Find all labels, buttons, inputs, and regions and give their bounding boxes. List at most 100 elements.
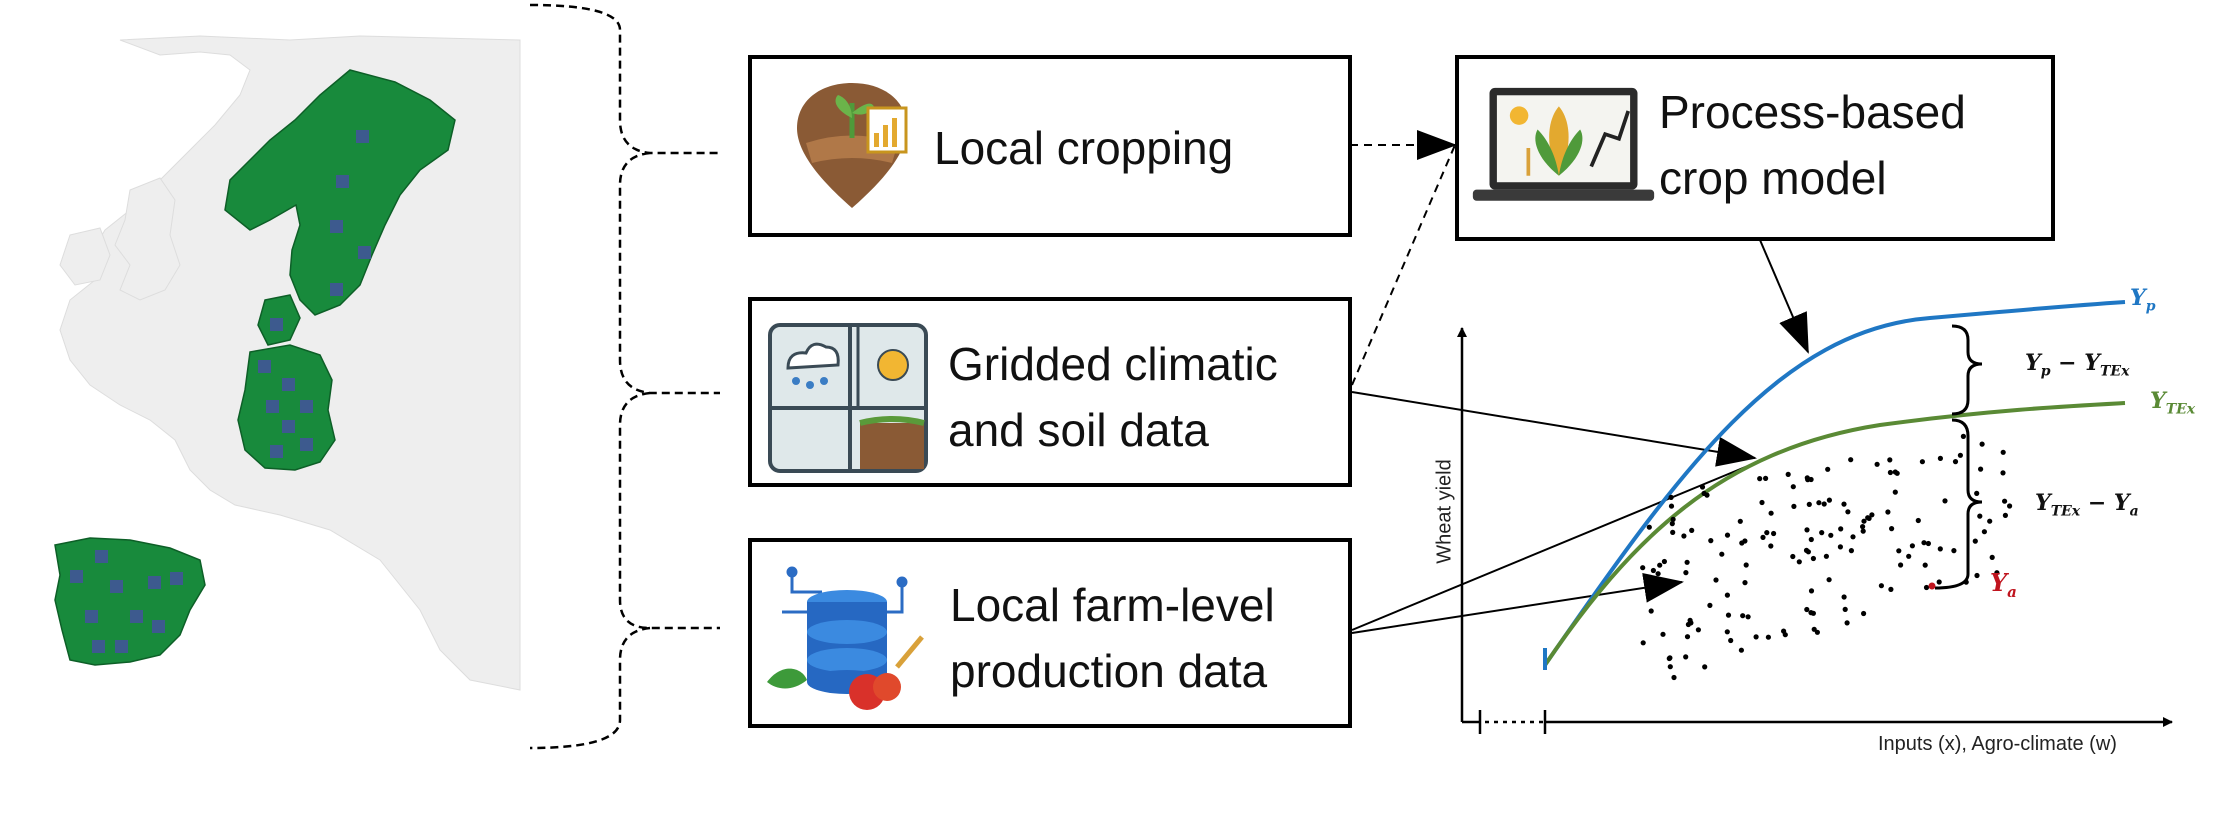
- observation-point: [1972, 538, 1978, 544]
- observation-point: [1764, 530, 1770, 536]
- observation-point: [1845, 509, 1851, 515]
- observation-point: [1974, 490, 1980, 496]
- observation-point: [1687, 617, 1693, 624]
- ya-point: [1928, 582, 1936, 590]
- gap-bottom-label: YTEx − Ya: [2035, 490, 2139, 519]
- observation-point: [1684, 634, 1691, 640]
- gap-top-label: Yp − YTEx: [2025, 350, 2129, 379]
- observation-point: [1848, 548, 1854, 554]
- observation-point: [1978, 466, 1984, 472]
- observation-point: [1919, 459, 1925, 465]
- observation-point: [1906, 553, 1912, 559]
- observation-point: [1942, 498, 1948, 504]
- observation-point: [1892, 489, 1898, 495]
- observation-point: [1666, 655, 1672, 662]
- gap-top-a: Y: [2025, 350, 2041, 376]
- map-scandinavia: [224, 69, 456, 316]
- observation-point: [1861, 518, 1867, 524]
- observation-point: [1640, 640, 1646, 646]
- observation-point: [1842, 606, 1848, 613]
- observation-point: [1648, 608, 1654, 614]
- observation-point: [1763, 475, 1769, 481]
- gridded-data-box: Gridded climatic and soil data: [748, 297, 1352, 487]
- observation-point: [1825, 466, 1831, 472]
- map-germany: [237, 344, 336, 471]
- observation-point: [1740, 613, 1746, 619]
- yp-label: Yp: [2130, 285, 2156, 314]
- ytex-label: YTEx: [2150, 388, 2195, 417]
- observation-point: [1828, 532, 1834, 538]
- observation-point: [1790, 484, 1796, 490]
- arrow-gridded-to-model: [1351, 144, 1456, 386]
- observation-point: [2002, 498, 2008, 504]
- observation-point: [1838, 526, 1844, 532]
- map-uk: [114, 177, 181, 301]
- observation-point: [1861, 610, 1867, 617]
- observation-point: [1707, 602, 1713, 609]
- observation-point: [1684, 559, 1690, 565]
- europe-map-icon: [54, 35, 521, 691]
- ya-label-sub: a: [2007, 582, 2017, 601]
- local-cropping-box: Local cropping: [748, 55, 1352, 237]
- observation-point: [1844, 620, 1850, 626]
- observation-point: [1894, 470, 1900, 476]
- arrow-gridded-to-ytex: [1351, 391, 1757, 467]
- observation-point: [1742, 580, 1748, 586]
- yp-label-sub: p: [2145, 298, 2156, 315]
- observation-point: [1713, 577, 1719, 583]
- crop-model-box: Process-based crop model: [1455, 55, 2055, 241]
- observation-point: [1808, 536, 1814, 543]
- gap-bottom-a-sub: TEx: [2050, 503, 2081, 520]
- observation-point: [1850, 534, 1856, 540]
- observation-point: [1765, 634, 1771, 640]
- observation-point: [1724, 592, 1730, 598]
- gap-brace-top: [1951, 324, 1983, 416]
- curly-brace: [529, 3, 720, 750]
- ytex-curve: [1543, 401, 2126, 667]
- gridded-label-line2: and soil data: [948, 404, 1209, 456]
- observation-point: [1719, 551, 1725, 557]
- observation-point: [1874, 461, 1880, 467]
- observation-point: [1808, 610, 1814, 616]
- local-cropping-label: Local cropping: [934, 122, 1234, 174]
- gridded-label-line1: Gridded climatic: [948, 338, 1278, 390]
- observation-point: [1896, 548, 1902, 554]
- observation-point: [1869, 512, 1875, 518]
- observation-point: [1670, 516, 1676, 523]
- observation-point: [1760, 534, 1766, 541]
- map-iberia: [54, 537, 206, 666]
- farm-observations: [1640, 433, 2013, 681]
- observation-point: [1699, 484, 1706, 490]
- observation-point: [1974, 572, 1980, 579]
- observation-point: [1848, 457, 1854, 463]
- observation-point: [1925, 540, 1931, 547]
- observation-point: [1922, 562, 1928, 568]
- observation-point: [1728, 637, 1734, 644]
- observation-point: [1923, 584, 1930, 591]
- observation-point: [1915, 517, 1921, 524]
- observation-point: [1888, 586, 1894, 593]
- map-grid-markers: [70, 130, 371, 653]
- laptop-crop-icon: [1472, 87, 1655, 201]
- map-ireland: [59, 227, 111, 286]
- observation-point: [1661, 558, 1667, 565]
- observation-point: [1702, 664, 1708, 670]
- observation-point: [2007, 503, 2013, 509]
- observation-point: [1790, 553, 1796, 560]
- observation-point: [1937, 546, 1943, 552]
- observation-point: [1669, 521, 1675, 527]
- observation-point: [2000, 470, 2006, 476]
- observation-point: [1981, 529, 1987, 535]
- observation-point: [1683, 570, 1689, 576]
- gap-top-b-sub: TEx: [2099, 363, 2130, 380]
- plant-soil-icon: [797, 83, 908, 208]
- observation-point: [1768, 510, 1774, 516]
- crop-model-label-line2: crop model: [1659, 152, 1887, 204]
- observation-point: [1885, 509, 1891, 515]
- observation-point: [1810, 555, 1816, 562]
- observation-point: [1951, 548, 1957, 554]
- observation-point: [1724, 629, 1730, 635]
- observation-point: [1771, 530, 1777, 537]
- observation-point: [1660, 631, 1666, 637]
- observation-point: [1757, 476, 1763, 482]
